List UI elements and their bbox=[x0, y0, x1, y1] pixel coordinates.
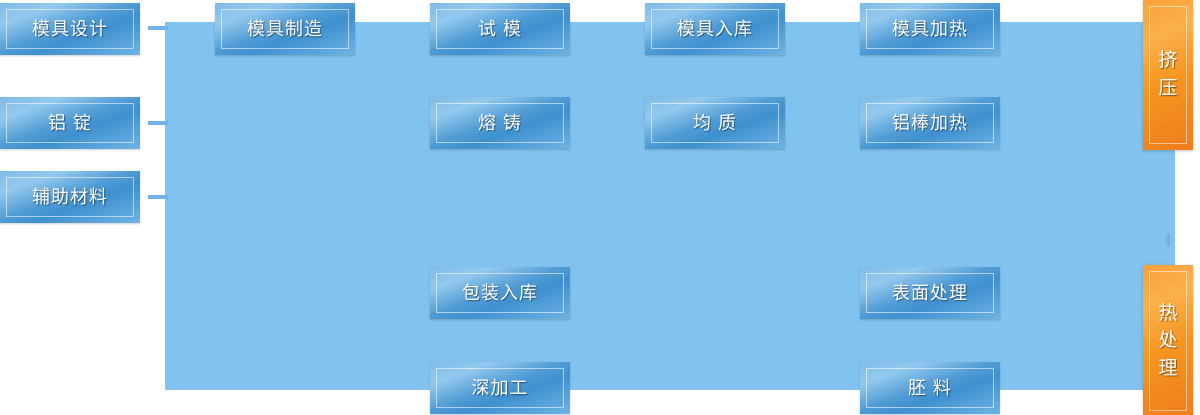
node-mold-storage[interactable]: 模具入库 bbox=[645, 3, 785, 55]
connector-aluminum-ingot bbox=[148, 121, 168, 125]
node-label: 试 模 bbox=[477, 18, 522, 39]
node-mold-design[interactable]: 模具设计 bbox=[0, 3, 140, 55]
node-billet-material[interactable]: 胚 料 bbox=[860, 362, 1000, 414]
connector-auxiliary-material bbox=[148, 195, 168, 199]
node-label: 模具制造 bbox=[247, 18, 323, 39]
node-label: 胚 料 bbox=[907, 377, 952, 398]
node-label: 模具设计 bbox=[32, 18, 108, 39]
node-label: 均 质 bbox=[692, 112, 737, 133]
node-label: 表面处理 bbox=[892, 282, 968, 303]
node-deep-processing[interactable]: 深加工 bbox=[430, 362, 570, 414]
node-aluminum-ingot[interactable]: 铝 锭 bbox=[0, 97, 140, 149]
node-billet-heating[interactable]: 铝棒加热 bbox=[860, 97, 1000, 149]
node-extrusion[interactable]: 挤 压 bbox=[1143, 0, 1193, 150]
node-surface-treatment[interactable]: 表面处理 bbox=[860, 267, 1000, 319]
node-mold-trial[interactable]: 试 模 bbox=[430, 3, 570, 55]
node-mold-manufacture[interactable]: 模具制造 bbox=[215, 3, 355, 55]
node-mold-heating[interactable]: 模具加热 bbox=[860, 3, 1000, 55]
node-label: 熔 铸 bbox=[477, 112, 522, 133]
node-label: 铝棒加热 bbox=[892, 112, 968, 133]
node-label: 铝 锭 bbox=[47, 112, 92, 133]
node-label: 包装入库 bbox=[462, 282, 538, 303]
node-homogenizing[interactable]: 均 质 bbox=[645, 97, 785, 149]
node-melt-casting[interactable]: 熔 铸 bbox=[430, 97, 570, 149]
node-packing-storage[interactable]: 包装入库 bbox=[430, 267, 570, 319]
node-label: 热 处 理 bbox=[1158, 302, 1178, 379]
node-heat-treatment[interactable]: 热 处 理 bbox=[1143, 265, 1193, 415]
connector-mold-design bbox=[148, 26, 168, 30]
node-label: 挤 压 bbox=[1158, 50, 1178, 99]
process-area-panel bbox=[165, 22, 1175, 390]
node-auxiliary-material[interactable]: 辅助材料 bbox=[0, 171, 140, 223]
node-label: 模具入库 bbox=[677, 18, 753, 39]
node-label: 深加工 bbox=[471, 377, 529, 398]
node-label: 模具加热 bbox=[892, 18, 968, 39]
connector-extrusion-to-heat-treatment bbox=[1166, 234, 1170, 246]
node-label: 辅助材料 bbox=[32, 186, 108, 207]
